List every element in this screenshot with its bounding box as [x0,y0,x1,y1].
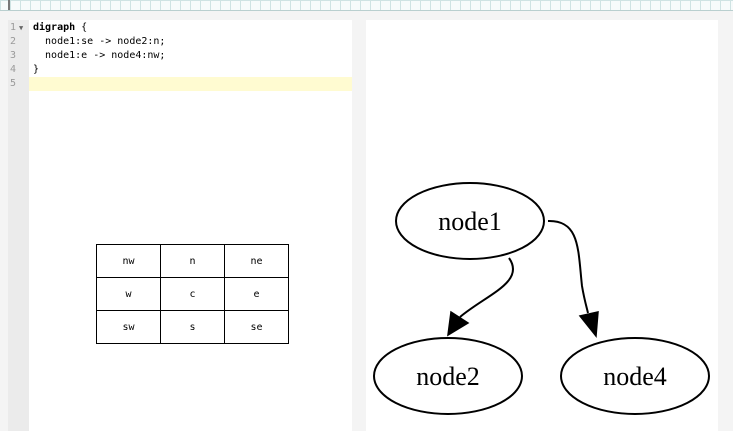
line-number: 5 [10,78,17,89]
compass-cell-n: n [160,244,225,278]
node-shape [395,182,545,260]
gutter-line-1: 1 ▼ [8,21,29,35]
compass-cell-e: e [224,277,289,311]
code-line-2[interactable]: node1:se -> node2:n; [29,35,352,49]
compass-cell-ne: ne [224,244,289,278]
code-text: node1:e -> node4:nw; [33,50,166,61]
gutter-line-5: 5 [8,77,29,91]
ruler-marker [8,0,10,10]
graph-node-node2[interactable]: node2 [373,337,523,415]
graph-node-node4[interactable]: node4 [560,337,710,415]
compass-cell-w: w [96,277,161,311]
table-row: nw n ne [96,244,289,278]
code-line-4[interactable]: } [29,63,352,77]
compass-cell-se: se [224,310,289,344]
arrowhead-icon [578,311,599,338]
graph-node-node1[interactable]: node1 [395,182,545,260]
node-label: node1 [438,207,502,236]
graph-canvas: node1 node2 node4 [373,182,710,415]
line-number: 4 [10,64,17,75]
gutter-line-2: 2 [8,35,29,49]
code-text: } [33,64,40,75]
code-keyword: digraph [33,22,76,33]
edge-line [459,257,515,318]
table-row: w c e [96,277,289,311]
node-shape [373,337,523,415]
code-editor[interactable]: 1 ▼ 2 3 4 5 digraph { node1:se -> node2:… [8,20,352,431]
code-line-5-active[interactable] [29,77,352,91]
node-label: node2 [416,362,480,391]
line-number: 2 [10,36,17,47]
code-line-3[interactable]: node1:e -> node4:nw; [29,49,352,63]
graph-preview-panel: node1 node2 node4 [366,20,718,431]
gutter-line-4: 4 [8,63,29,77]
edge-line [547,219,589,314]
edge-node1-node4 [547,219,599,338]
compass-point-table: nw n ne w c e sw s se [96,244,289,344]
line-number: 3 [10,50,17,61]
compass-cell-nw: nw [96,244,161,278]
compass-cell-s: s [160,310,225,344]
table-row: sw s se [96,310,289,344]
gutter-line-3: 3 [8,49,29,63]
code-text: node1:se -> node2:n; [33,36,166,47]
arrowhead-icon [447,310,470,337]
edge-node1-node2 [447,257,515,337]
top-ruler [0,0,733,11]
line-number-gutter: 1 ▼ 2 3 4 5 [8,20,29,431]
code-text: { [75,22,88,33]
line-number: 1 [10,22,17,33]
code-line-1[interactable]: digraph { [29,21,352,35]
compass-cell-sw: sw [96,310,161,344]
node-label: node4 [603,362,667,391]
fold-arrow-icon[interactable]: ▼ [19,24,24,32]
node-shape [560,337,710,415]
compass-cell-c: c [160,277,225,311]
